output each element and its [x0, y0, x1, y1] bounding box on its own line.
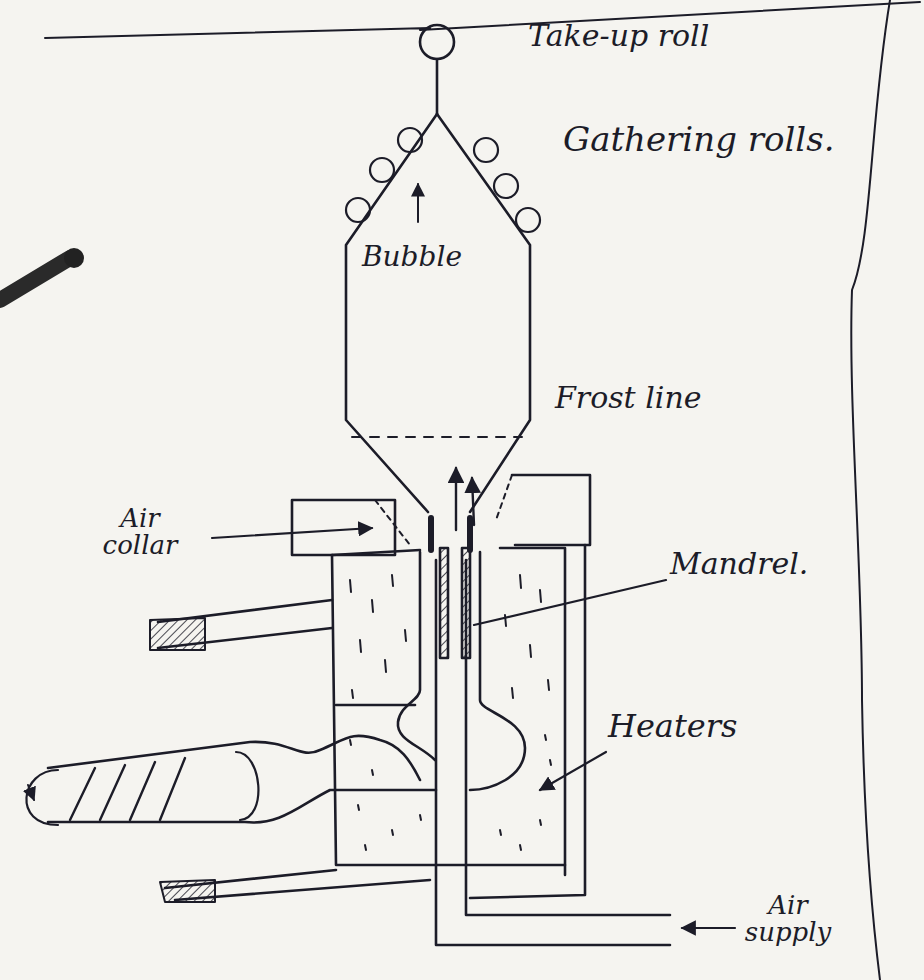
air-collar-ring — [375, 500, 410, 545]
film-line — [436, 59, 439, 114]
part-label: Take-up roll — [528, 20, 788, 52]
part-label: Bubble — [362, 242, 492, 271]
air-pipe — [150, 618, 205, 650]
air-supply-arrow — [682, 927, 735, 929]
melt-channel — [470, 552, 525, 790]
column-border — [851, 0, 890, 980]
part-label: Frost line — [555, 382, 795, 414]
die-body — [332, 550, 420, 555]
pen-tip — [0, 258, 70, 300]
leader-line — [540, 752, 606, 790]
flow-arrow — [417, 184, 419, 222]
die-lip — [467, 518, 473, 550]
leader-line — [212, 528, 372, 538]
die-body — [500, 548, 565, 875]
air-collar-ring — [512, 475, 590, 545]
part-label: Air collar — [90, 505, 190, 560]
bubble-outline — [437, 114, 530, 512]
air-collar-ring — [292, 500, 395, 555]
die-body — [336, 704, 415, 707]
part-label: Heaters — [608, 710, 808, 744]
mandrel-symbol — [440, 548, 448, 658]
part-label: Gathering rolls. — [563, 122, 863, 158]
part-label: Air supply — [738, 892, 838, 947]
gathering-rolls — [346, 128, 540, 232]
part-label: Mandrel. — [670, 548, 870, 580]
take-up-roll-symbol — [420, 25, 454, 59]
heater-stipple — [350, 575, 551, 850]
bubble-outline — [346, 114, 437, 512]
extruder-barrel — [236, 752, 258, 820]
air-supply-pipe — [436, 560, 670, 945]
rotation-arrow — [28, 785, 34, 800]
flow-arrow — [455, 468, 457, 530]
melt-channel — [398, 552, 435, 760]
rotation-arrow — [26, 770, 58, 825]
die-lip — [428, 518, 434, 550]
page-rule — [45, 2, 920, 38]
extruder-barrel — [48, 736, 420, 780]
pen-tip — [64, 248, 84, 268]
frost-line — [352, 436, 522, 438]
die-body — [470, 545, 585, 898]
air-collar-ring — [496, 475, 512, 520]
leader-line — [474, 580, 666, 625]
base-pipe — [160, 880, 215, 902]
screw-flight — [70, 758, 185, 820]
